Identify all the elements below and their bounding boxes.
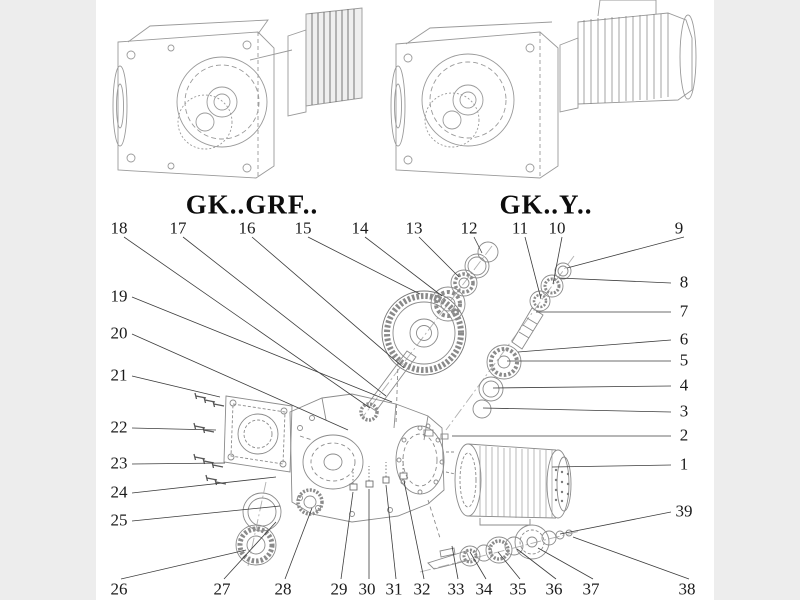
leader-line-23 <box>131 462 226 465</box>
leader-line-8 <box>558 277 672 284</box>
part-number-18: 18 <box>110 218 128 238</box>
leader-line-9 <box>566 236 685 269</box>
part-number-8: 8 <box>679 272 689 292</box>
leader-line-39 <box>559 511 672 535</box>
leader-line-11 <box>524 236 542 300</box>
part-number-27: 27 <box>213 579 231 599</box>
part-number-24: 24 <box>110 482 128 502</box>
leader-line-26 <box>120 549 247 580</box>
leader-line-17 <box>182 236 387 397</box>
leader-line-31 <box>385 484 397 580</box>
leader-line-28 <box>284 507 313 580</box>
variant-label-grf: GK..GRF.. <box>185 189 319 220</box>
leader-line-18 <box>123 236 371 409</box>
leader-line-22 <box>131 427 217 431</box>
part-number-2: 2 <box>679 425 689 445</box>
y-variant-drawing <box>390 0 697 179</box>
part-number-32: 32 <box>413 579 431 599</box>
dashed-connectors <box>299 361 441 539</box>
part-number-38: 38 <box>678 579 696 599</box>
part-number-6: 6 <box>679 329 689 349</box>
part-number-33: 33 <box>447 579 465 599</box>
leader-line-15 <box>307 236 421 295</box>
part-number-23: 23 <box>110 453 128 473</box>
axis-output-shaft <box>419 530 581 573</box>
axis-input-shaft <box>361 245 493 419</box>
motor <box>445 443 572 526</box>
part-number-34: 34 <box>475 579 493 599</box>
part-number-5: 5 <box>679 350 689 370</box>
flange-screws <box>193 392 227 486</box>
part-number-13: 13 <box>405 218 423 238</box>
leader-line-35 <box>497 551 521 580</box>
leader-line-25 <box>131 505 281 522</box>
leader-line-13 <box>418 236 460 278</box>
leader-line-21 <box>131 375 221 398</box>
leader-line-4 <box>492 385 672 389</box>
leader-line-3 <box>482 407 672 413</box>
part-number-10: 10 <box>548 218 566 238</box>
part-number-37: 37 <box>582 579 600 599</box>
leader-line-14 <box>364 236 443 297</box>
leader-line-32 <box>403 480 425 580</box>
part-number-25: 25 <box>110 510 128 530</box>
part-number-3: 3 <box>679 401 689 421</box>
part-number-22: 22 <box>110 417 128 437</box>
part-number-31: 31 <box>385 579 403 599</box>
leader-line-1 <box>551 464 672 468</box>
leader-line-12 <box>473 236 483 254</box>
output-flange-plate <box>223 395 293 473</box>
part-number-4: 4 <box>679 375 689 395</box>
fastener-keys <box>349 458 408 491</box>
part-number-12: 12 <box>460 218 478 238</box>
grf-variant-drawing <box>112 7 363 179</box>
bevel-pinion-group <box>472 262 572 419</box>
leader-line-37 <box>537 547 594 580</box>
part-number-11: 11 <box>511 218 529 238</box>
input-bearings-and-rings <box>430 241 499 322</box>
part-number-19: 19 <box>110 286 128 306</box>
variant-label-y: GK..Y.. <box>499 189 593 220</box>
leader-line-6 <box>517 339 672 353</box>
part-number-39: 39 <box>675 501 693 521</box>
part-number-1: 1 <box>679 454 689 474</box>
exploded-view <box>193 241 581 573</box>
part-number-9: 9 <box>674 218 684 238</box>
leader-line-34 <box>469 551 487 580</box>
leader-line-27 <box>223 521 277 580</box>
gear-housing <box>289 393 449 523</box>
input-pinion-shaft <box>359 350 417 422</box>
axis-bevel-shaft <box>445 255 575 431</box>
part-number-28: 28 <box>274 579 292 599</box>
leader-line-24 <box>131 476 277 494</box>
part-number-15: 15 <box>294 218 312 238</box>
motor-terminal-dots <box>554 468 570 503</box>
leader-line-29 <box>340 491 354 580</box>
part-number-35: 35 <box>509 579 527 599</box>
large-helical-gear <box>381 290 467 376</box>
part-number-26: 26 <box>110 579 128 599</box>
motor-fin-lines <box>583 13 669 104</box>
part-number-16: 16 <box>238 218 256 238</box>
leader-line-16 <box>251 236 405 369</box>
part-number-20: 20 <box>110 323 128 343</box>
part-number-29: 29 <box>330 579 348 599</box>
part-number-30: 30 <box>358 579 376 599</box>
leader-line-38 <box>572 536 690 580</box>
part-number-14: 14 <box>351 218 369 238</box>
leader-line-10 <box>552 236 563 285</box>
part-number-7: 7 <box>679 301 689 321</box>
part-number-21: 21 <box>110 365 128 385</box>
leader-line-19 <box>131 296 393 403</box>
fin-lines <box>311 9 355 105</box>
leader-line-33 <box>451 545 459 580</box>
motor-body-fins <box>479 446 553 518</box>
part-number-17: 17 <box>169 218 187 238</box>
leader-line-20 <box>131 333 349 431</box>
part-number-36: 36 <box>545 579 563 599</box>
leader-line-36 <box>516 548 557 580</box>
